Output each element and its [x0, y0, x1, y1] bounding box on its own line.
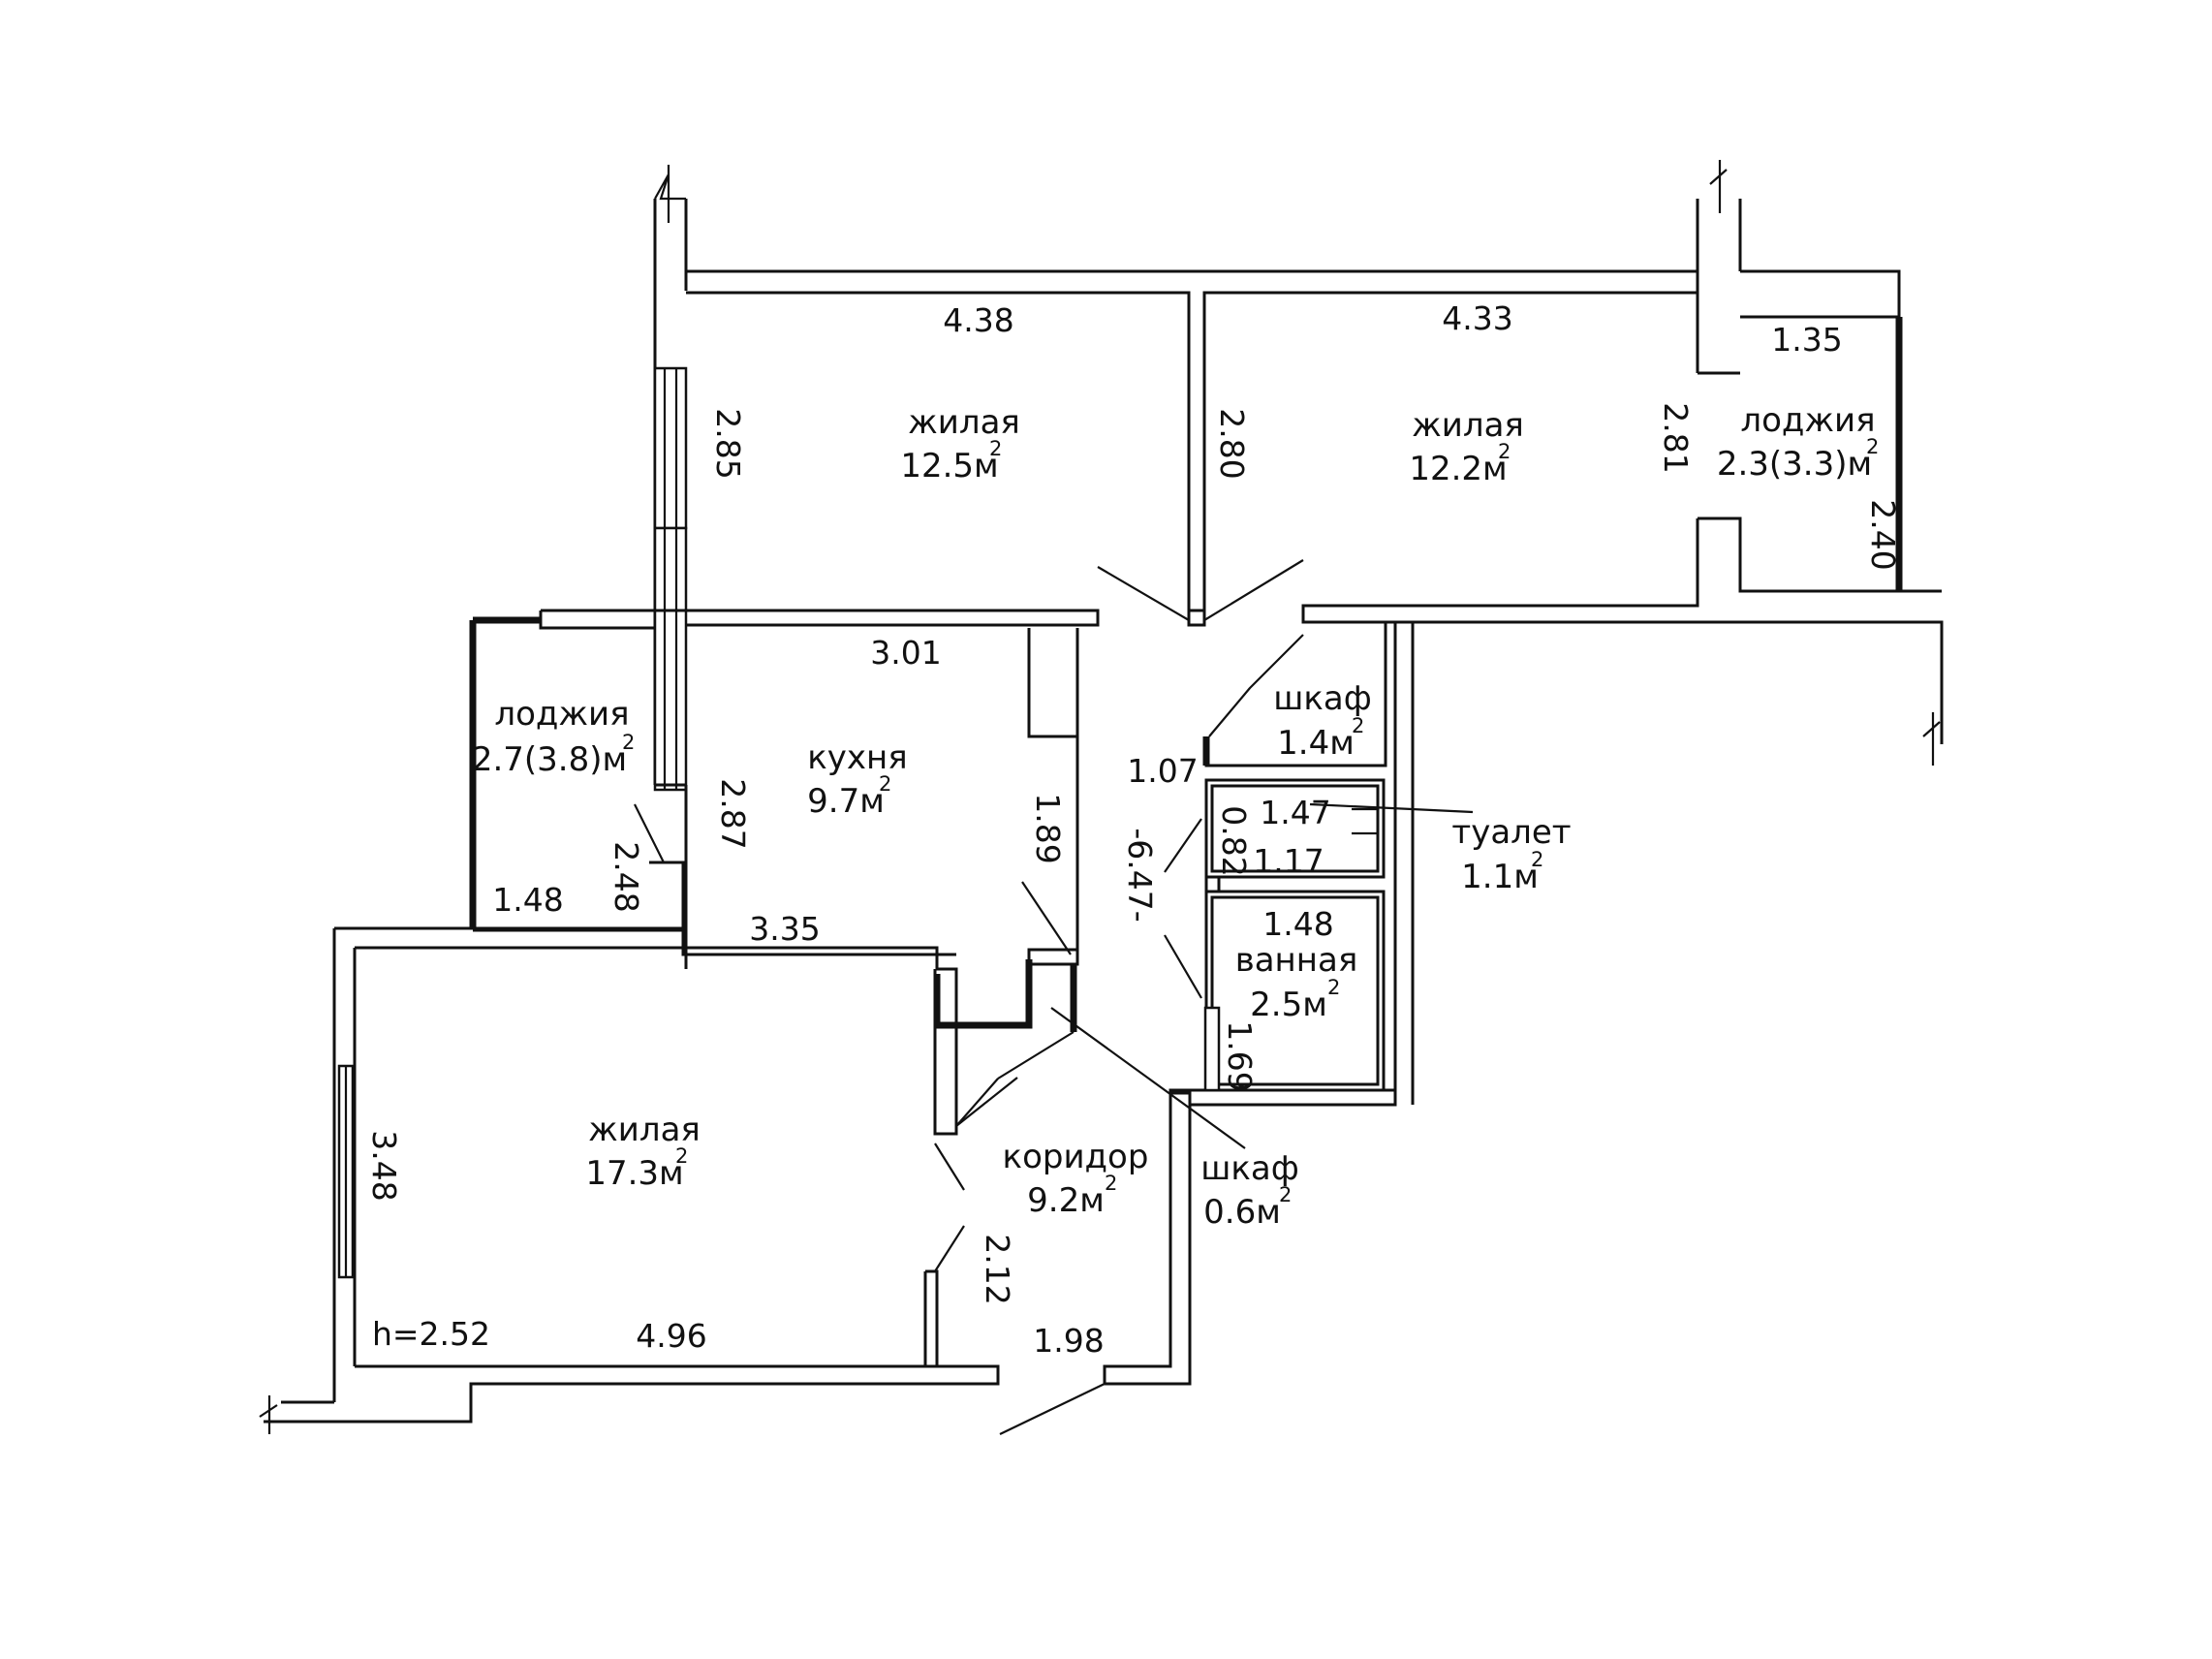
dim-living3-height: 3.48: [365, 1130, 403, 1201]
dim-corridor-side: 2.12: [979, 1234, 1016, 1304]
dim-kitchen-height: 2.87: [714, 778, 752, 849]
loggia-left-name: лоджия: [494, 695, 629, 734]
toilet-name: туалет: [1451, 813, 1571, 852]
corridor-sup: 2: [1105, 1172, 1117, 1195]
dim-toilet-inner: 1.17: [1253, 842, 1324, 880]
dim-living1-width: 4.38: [943, 301, 1013, 339]
kitchen-name: кухня: [807, 738, 907, 777]
closet-1-sup: 2: [1352, 714, 1364, 737]
wet-block: [1164, 620, 1474, 1105]
dim-toilet-width: 1.47: [1260, 794, 1330, 831]
dim-living3-width: 4.96: [636, 1317, 706, 1355]
closet-2-sup: 2: [1279, 1183, 1292, 1206]
kitchen-sup: 2: [879, 772, 891, 796]
interior-walls: [259, 559, 1397, 1435]
closet-1-area: 1.4м: [1277, 724, 1355, 763]
closet-2-name: шкаф: [1200, 1149, 1299, 1188]
toilet-area: 1.1м: [1461, 858, 1539, 896]
dim-bath-depth: 1.69: [1221, 1020, 1259, 1091]
window-living-1: [653, 366, 688, 792]
corridor-name: коридор: [1003, 1138, 1149, 1176]
bathroom-sup: 2: [1327, 976, 1340, 999]
living-1-name: жилая: [908, 403, 1020, 442]
bathroom-name: ванная: [1235, 941, 1358, 980]
living-3-name: жилая: [588, 1111, 701, 1149]
dim-kitchen-width: 3.01: [870, 634, 941, 672]
dim-ceiling: h=2.52: [372, 1315, 490, 1353]
living-1-sup: 2: [989, 437, 1002, 460]
loggia-right-sup: 2: [1866, 435, 1879, 458]
dim-corridor-length: -6.47-: [1121, 828, 1159, 922]
dim-toilet-depth: 0.82: [1215, 805, 1253, 876]
dim-kitchen-bottom: 3.35: [749, 910, 820, 948]
living-3-sup: 2: [675, 1144, 688, 1168]
dim-bath-width: 1.48: [1262, 905, 1333, 943]
dim-partition-height: 2.80: [1213, 408, 1251, 479]
dimension-labels: 4.38 2.85 2.80 4.33 1.35 2.81 2.40 3.01 …: [365, 299, 1902, 1360]
dim-corridor-width: 1.98: [1033, 1322, 1104, 1360]
dim-loggia-left-width: 1.48: [492, 881, 563, 919]
toilet-sup: 2: [1531, 848, 1543, 871]
closet-2-area: 0.6м: [1203, 1193, 1281, 1232]
room-labels: жилая 12.5м 2 жилая 12.2м 2 лоджия 2.3(3…: [472, 401, 1880, 1232]
living-2-area: 12.2м: [1409, 450, 1507, 488]
living-2-name: жилая: [1412, 406, 1524, 445]
loggia-right-name: лоджия: [1740, 401, 1875, 440]
living-1-area: 12.5м: [900, 447, 998, 485]
dim-loggia-right-depth: 2.81: [1657, 402, 1695, 473]
closet-1-name: шкаф: [1273, 679, 1372, 718]
dim-loggia-left-depth: 2.48: [608, 841, 645, 912]
dim-loggia-right-width: 1.35: [1771, 321, 1842, 359]
dim-loggia-right-length: 2.40: [1864, 499, 1902, 570]
dim-living2-width: 4.33: [1442, 299, 1512, 337]
loggia-left-sup: 2: [622, 731, 635, 754]
living-3-area: 17.3м: [585, 1154, 683, 1193]
kitchen-area: 9.7м: [807, 782, 885, 821]
outer-walls: [653, 160, 1944, 785]
dim-closet-width: 1.07: [1127, 752, 1198, 790]
loggia-right-area: 2.3(3.3)м: [1717, 445, 1872, 484]
dim-kitchen-side: 1.89: [1029, 793, 1067, 863]
loggia-left-area: 2.7(3.8)м: [472, 740, 627, 779]
corridor-area: 9.2м: [1027, 1181, 1105, 1220]
bathroom-area: 2.5м: [1250, 986, 1327, 1024]
living-2-sup: 2: [1498, 440, 1511, 463]
dim-living1-height: 2.85: [709, 408, 747, 479]
